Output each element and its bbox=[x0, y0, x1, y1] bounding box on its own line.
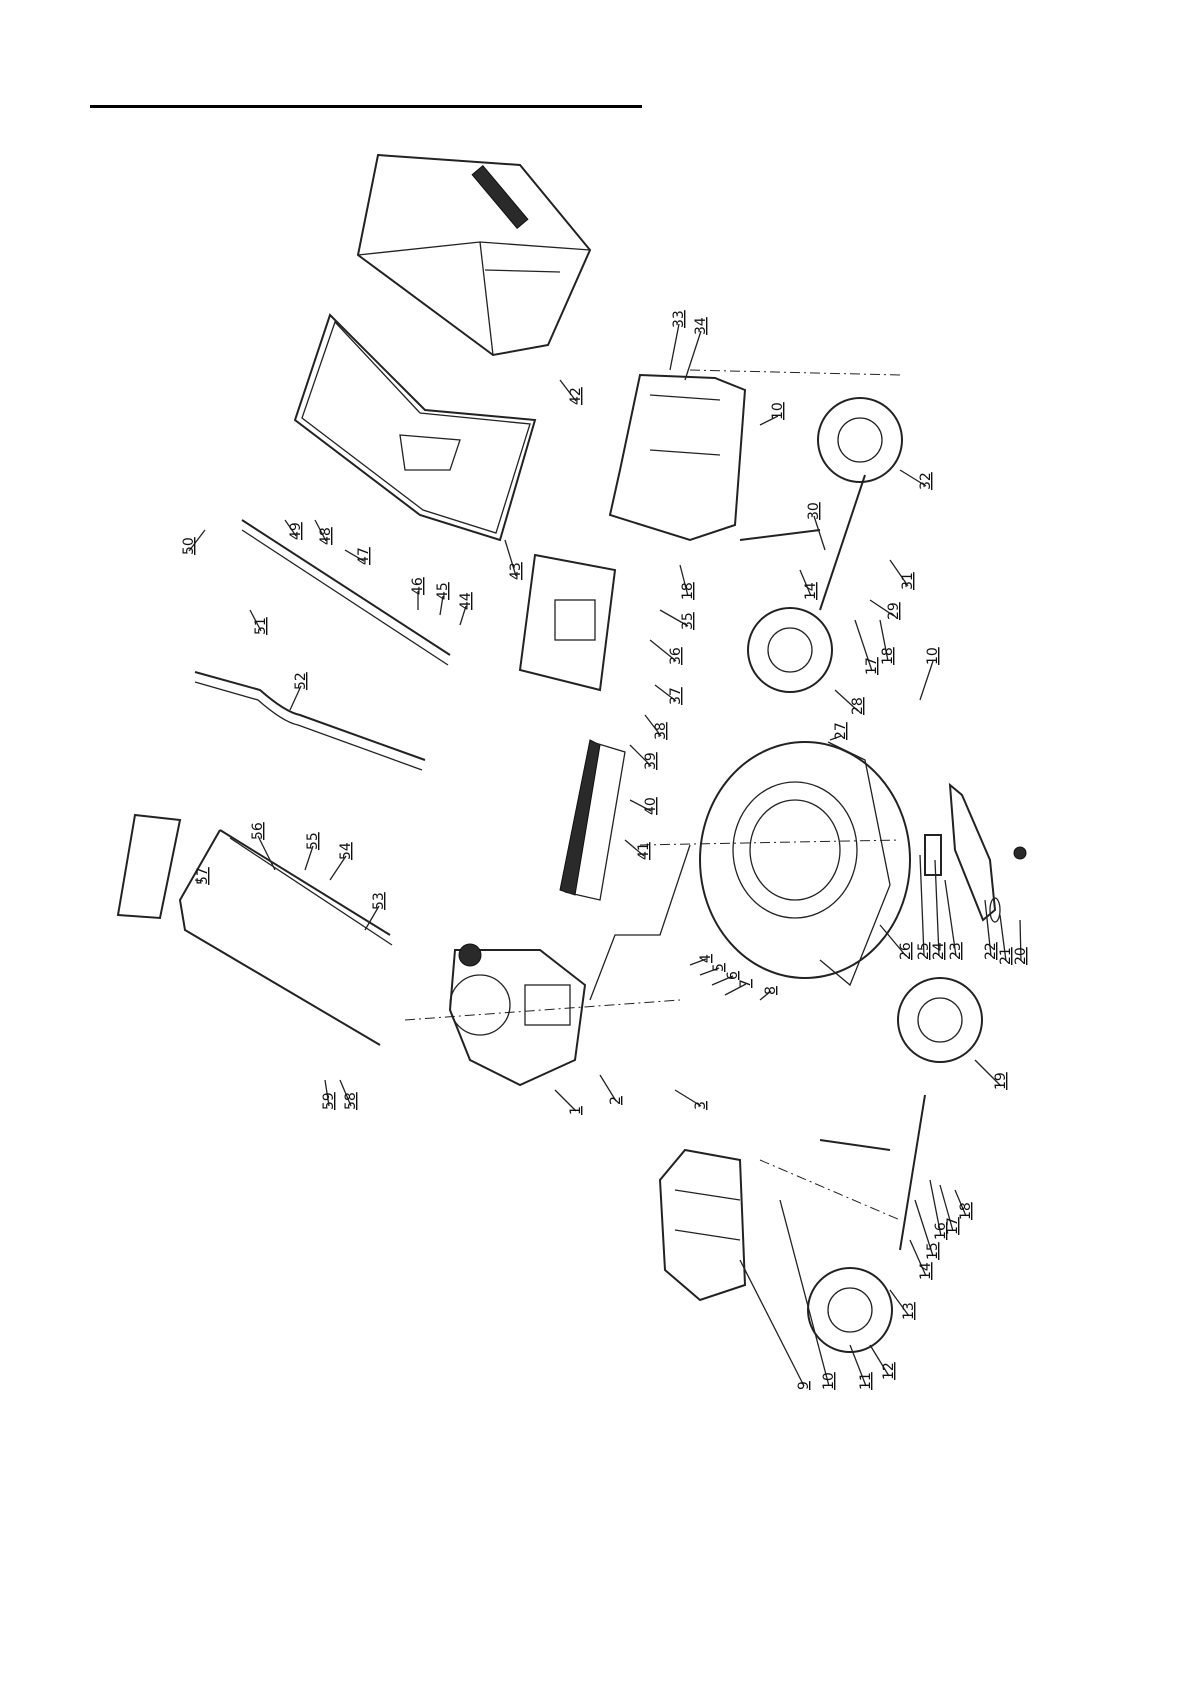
rear-guard bbox=[660, 1150, 745, 1300]
part-label-52: 52 bbox=[293, 672, 309, 690]
part-label-37: 37 bbox=[668, 687, 684, 705]
part-label-33: 33 bbox=[671, 310, 687, 328]
part-label-8: 8 bbox=[763, 986, 779, 995]
part-label-18c: 18 bbox=[880, 647, 896, 665]
part-label-58: 58 bbox=[343, 1092, 359, 1110]
part-label-23: 23 bbox=[948, 942, 964, 960]
part-label-14a: 14 bbox=[918, 1262, 934, 1280]
part-label-32: 32 bbox=[918, 472, 934, 490]
part-label-20: 20 bbox=[1013, 947, 1029, 965]
part-label-4: 4 bbox=[698, 954, 714, 963]
mulch-plug bbox=[560, 740, 625, 900]
part-label-51: 51 bbox=[253, 617, 269, 635]
part-label-5: 5 bbox=[711, 963, 727, 972]
part-label-35: 35 bbox=[680, 612, 696, 630]
part-label-59: 59 bbox=[321, 1092, 337, 1110]
part-label-29: 29 bbox=[886, 602, 902, 620]
part-label-30: 30 bbox=[806, 502, 822, 520]
leader-line-25 bbox=[920, 855, 924, 956]
part-label-39: 39 bbox=[643, 752, 659, 770]
part-label-43: 43 bbox=[508, 562, 524, 580]
part-label-46: 46 bbox=[410, 577, 426, 595]
part-label-10c: 10 bbox=[925, 647, 941, 665]
part-label-25: 25 bbox=[916, 942, 932, 960]
front-bracket bbox=[610, 375, 745, 540]
part-label-13: 13 bbox=[901, 1302, 917, 1320]
part-label-24: 24 bbox=[931, 942, 947, 960]
wheel-28 bbox=[748, 608, 832, 692]
wheel-12 bbox=[808, 1268, 892, 1352]
part-label-34: 34 bbox=[693, 317, 709, 335]
part-label-9: 9 bbox=[796, 1381, 812, 1390]
part-label-3: 3 bbox=[693, 1101, 709, 1110]
deck bbox=[700, 742, 910, 985]
part-label-10a: 10 bbox=[821, 1372, 837, 1390]
grass-bag bbox=[358, 155, 590, 355]
part-label-22: 22 bbox=[983, 942, 999, 960]
leader-line-34 bbox=[685, 331, 701, 380]
engine bbox=[450, 944, 585, 1085]
part-label-14b: 14 bbox=[803, 582, 819, 600]
part-label-40: 40 bbox=[643, 797, 659, 815]
part-label-56: 56 bbox=[250, 822, 266, 840]
part-label-7: 7 bbox=[738, 979, 754, 988]
part-label-19: 19 bbox=[993, 1072, 1009, 1090]
part-label-10b: 10 bbox=[770, 402, 786, 420]
part-label-42: 42 bbox=[568, 387, 584, 405]
leader-line-33 bbox=[670, 324, 679, 370]
part-label-1: 1 bbox=[568, 1106, 584, 1115]
part-label-55: 55 bbox=[305, 832, 321, 850]
part-label-18a: 18 bbox=[958, 1202, 974, 1220]
part-label-57: 57 bbox=[195, 867, 211, 885]
part-label-36: 36 bbox=[668, 647, 684, 665]
part-label-2: 2 bbox=[608, 1096, 624, 1105]
part-label-21: 21 bbox=[998, 947, 1014, 965]
part-label-27: 27 bbox=[833, 722, 849, 740]
leader-line-56 bbox=[258, 836, 275, 870]
wheel-19 bbox=[898, 978, 982, 1062]
leader-line-10c bbox=[920, 661, 933, 700]
part-label-45: 45 bbox=[435, 582, 451, 600]
part-label-15: 15 bbox=[925, 1242, 941, 1260]
rear-flap bbox=[520, 555, 615, 690]
wheel-32 bbox=[818, 398, 902, 482]
part-label-11: 11 bbox=[858, 1372, 874, 1390]
part-label-41: 41 bbox=[636, 842, 652, 860]
part-label-50: 50 bbox=[181, 537, 197, 555]
part-label-12: 12 bbox=[881, 1362, 897, 1380]
handles bbox=[118, 520, 450, 1045]
part-label-53: 53 bbox=[371, 892, 387, 910]
part-label-18b: 18 bbox=[680, 582, 696, 600]
part-label-6: 6 bbox=[725, 971, 741, 980]
part-label-26: 26 bbox=[898, 942, 914, 960]
part-label-38: 38 bbox=[653, 722, 669, 740]
part-label-31: 31 bbox=[900, 572, 916, 590]
part-label-49: 49 bbox=[288, 522, 304, 540]
part-label-54: 54 bbox=[338, 842, 354, 860]
part-label-47: 47 bbox=[356, 547, 372, 565]
leader-line-9 bbox=[740, 1260, 804, 1386]
part-label-48: 48 bbox=[318, 527, 334, 545]
leader-line-30 bbox=[814, 516, 825, 550]
blade-assembly bbox=[925, 785, 1026, 922]
part-label-28: 28 bbox=[850, 697, 866, 715]
part-label-17b: 17 bbox=[864, 657, 880, 675]
part-label-44: 44 bbox=[458, 592, 474, 610]
